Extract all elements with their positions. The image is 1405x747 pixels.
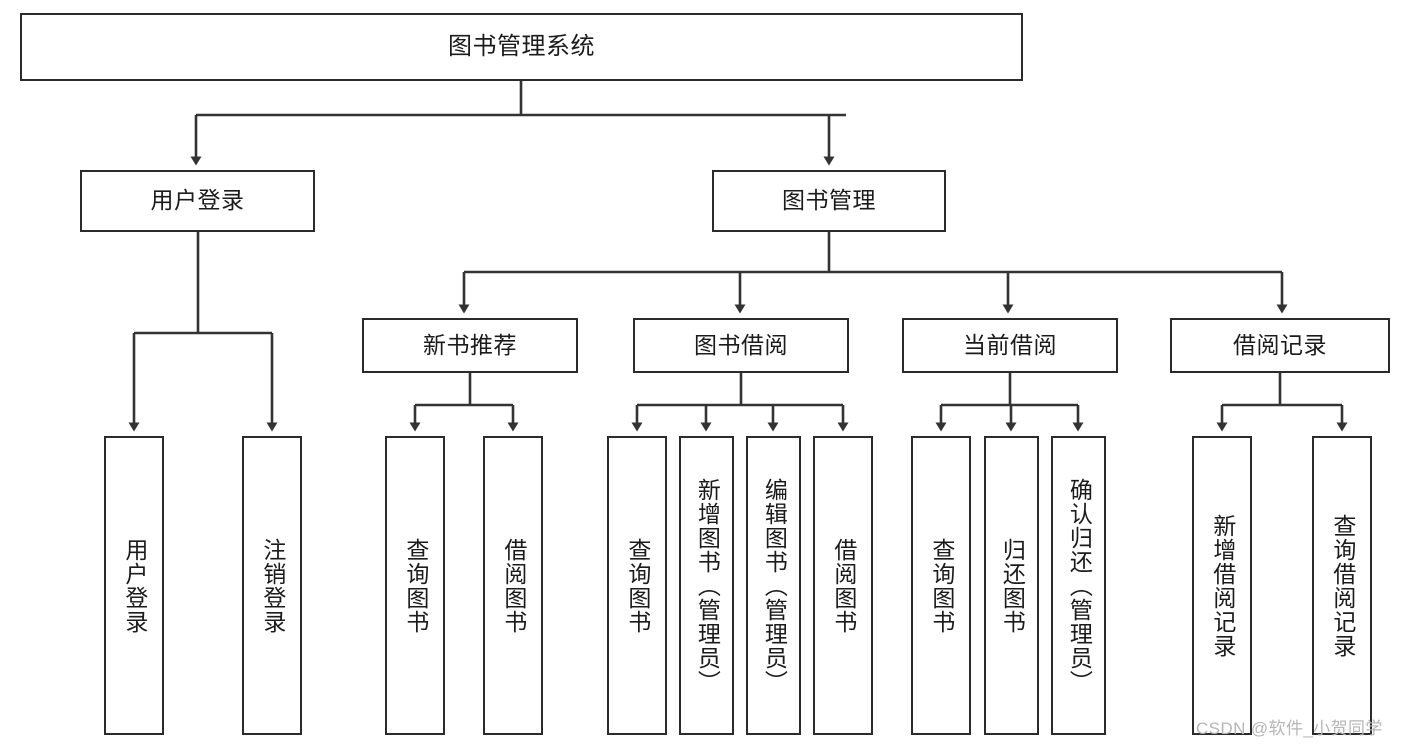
node-leaf-borrow-book[interactable]: 借阅图书	[813, 436, 873, 735]
node-leaf-return-book[interactable]: 归还图书	[984, 436, 1039, 735]
node-label: 图书管理	[782, 187, 876, 214]
node-label: 查询图书	[928, 537, 955, 634]
node-current-borrow[interactable]: 当前借阅	[902, 318, 1118, 373]
node-label: 图书借阅	[694, 331, 788, 358]
node-label: 用户登录	[150, 187, 245, 214]
node-label: 查询借阅记录	[1329, 513, 1356, 658]
node-label: 归还图书	[999, 537, 1026, 634]
node-label: 用户登录	[121, 537, 148, 634]
node-leaf-query-borrow-record[interactable]: 查询借阅记录	[1312, 436, 1372, 735]
node-leaf-query-book-current[interactable]: 查询图书	[911, 436, 971, 735]
node-leaf-edit-book-admin[interactable]: 编辑图书（管理员）	[746, 436, 801, 735]
csdn-watermark: CSDN @软件_小贺同学	[1196, 719, 1383, 738]
node-new-book-recommendation[interactable]: 新书推荐	[362, 318, 578, 373]
node-borrow-record[interactable]: 借阅记录	[1170, 318, 1390, 373]
node-label: 借阅图书	[830, 537, 857, 634]
node-label: 注销登录	[259, 537, 286, 634]
node-label: 借阅记录	[1233, 331, 1327, 358]
node-leaf-logout[interactable]: 注销登录	[242, 436, 302, 735]
node-label: 查询图书	[624, 537, 651, 634]
node-book-borrow[interactable]: 图书借阅	[633, 318, 849, 373]
node-leaf-query-book-recommendation[interactable]: 查询图书	[385, 436, 445, 735]
node-leaf-query-book-borrow[interactable]: 查询图书	[607, 436, 667, 735]
node-leaf-add-book-admin[interactable]: 新增图书（管理员）	[679, 436, 734, 735]
node-label: 确认归还（管理员）	[1066, 477, 1093, 694]
node-user-login[interactable]: 用户登录	[80, 170, 315, 232]
node-book-management[interactable]: 图书管理	[712, 170, 946, 232]
node-label: 借阅图书	[500, 537, 527, 634]
node-label: 当前借阅	[963, 331, 1057, 358]
node-label: 查询图书	[402, 537, 429, 634]
node-root-book-management-system[interactable]: 图书管理系统	[20, 13, 1023, 81]
node-leaf-borrow-book-recommendation[interactable]: 借阅图书	[483, 436, 543, 735]
node-label: 新增图书（管理员）	[694, 477, 721, 694]
node-leaf-confirm-return-admin[interactable]: 确认归还（管理员）	[1051, 436, 1106, 735]
node-leaf-user-login[interactable]: 用户登录	[104, 436, 164, 735]
node-label: 新增借阅记录	[1209, 513, 1236, 658]
node-leaf-add-borrow-record[interactable]: 新增借阅记录	[1192, 436, 1252, 735]
node-label: 图书管理系统	[448, 32, 595, 60]
node-label: 新书推荐	[423, 331, 517, 358]
node-label: 编辑图书（管理员）	[761, 477, 788, 694]
